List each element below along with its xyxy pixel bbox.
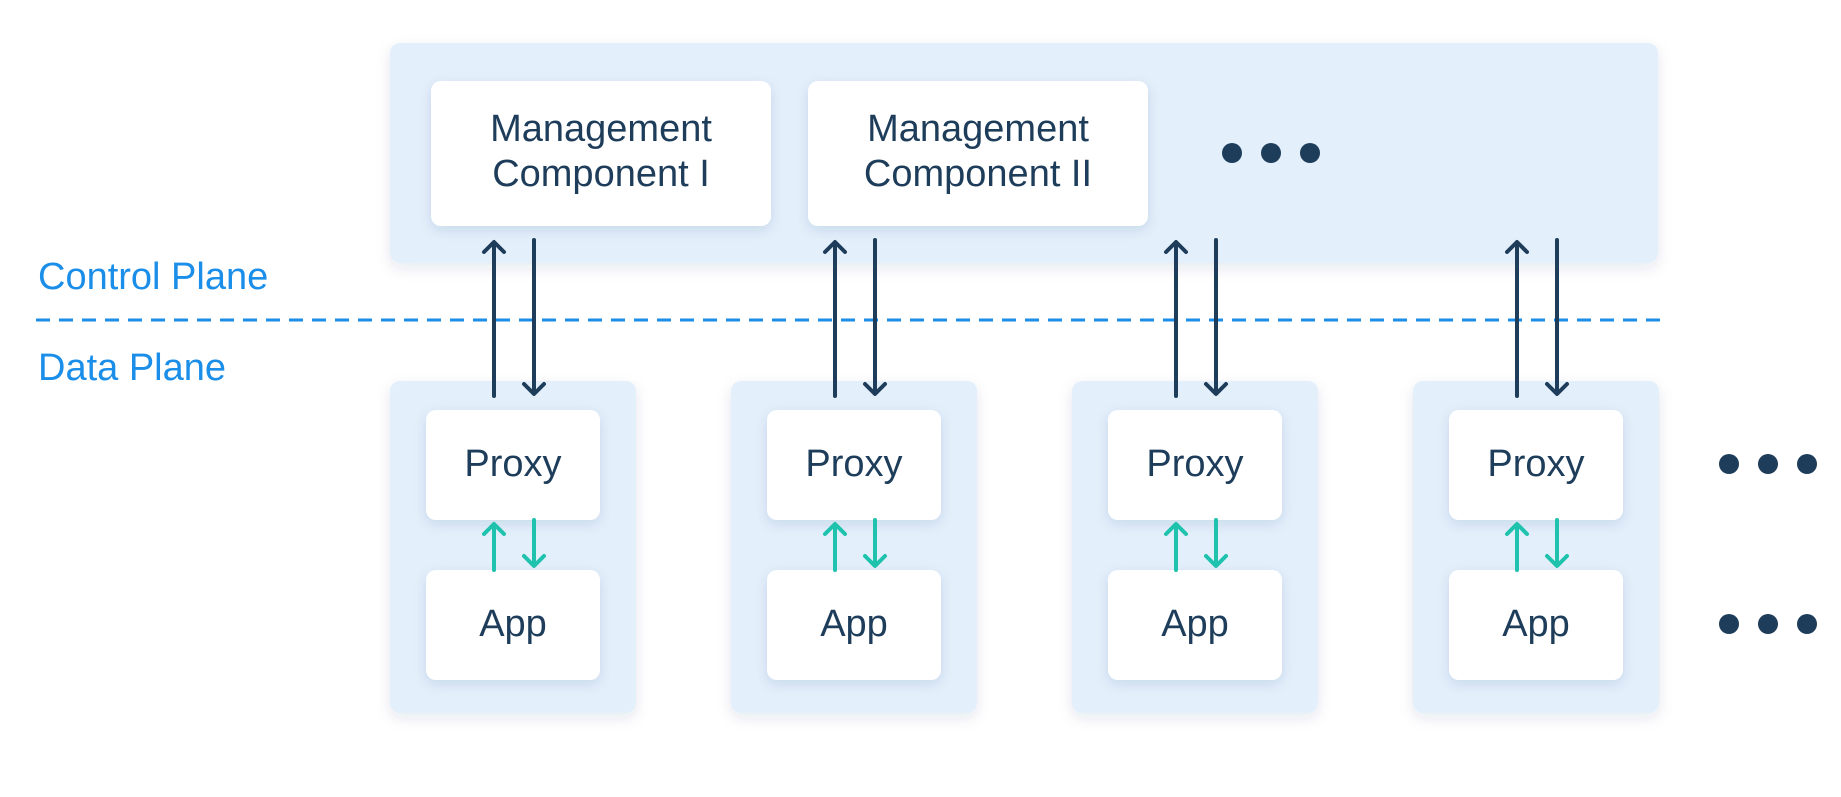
management-component-1: Management Component I: [431, 81, 771, 226]
app-box: [426, 570, 600, 680]
proxy-row-ellipsis-icon: [1719, 454, 1817, 474]
control-arrows-3: [1164, 238, 1228, 398]
control-arrows-2: [823, 238, 887, 398]
management-component-1-line1: Management: [490, 108, 712, 150]
proxy-to-control-arrow-icon: [1164, 240, 1188, 398]
app-to-proxy-arrow-icon: [823, 522, 847, 572]
management-component-2: Management Component II: [808, 81, 1148, 226]
control-arrows-4: [1505, 238, 1569, 398]
proxy-to-control-arrow-icon: [823, 240, 847, 398]
app-row-ellipsis-icon: [1719, 614, 1817, 634]
management-component-2-line1: Management: [867, 108, 1089, 150]
control-to-proxy-arrow-icon: [522, 238, 546, 396]
control-plane-label: Control Plane: [38, 256, 268, 298]
control-to-proxy-arrow-icon: [1204, 238, 1228, 396]
app-label: App: [1502, 603, 1570, 645]
app-to-proxy-arrow-icon: [482, 522, 506, 572]
management-component-1-line2: Component I: [492, 153, 710, 195]
app-label: App: [820, 603, 888, 645]
app-label: App: [479, 603, 547, 645]
proxy-to-app-arrow-icon: [1545, 518, 1569, 568]
proxy-label: Proxy: [1487, 443, 1584, 485]
proxy-to-app-arrow-icon: [522, 518, 546, 568]
proxy-box: [1449, 410, 1623, 520]
proxy-box: [767, 410, 941, 520]
proxy-box: [1108, 410, 1282, 520]
control-to-proxy-arrow-icon: [863, 238, 887, 396]
control-arrows-1: [482, 238, 546, 398]
app-box: [1449, 570, 1623, 680]
control-plane-ellipsis-icon: [1222, 143, 1320, 163]
proxy-to-control-arrow-icon: [482, 240, 506, 398]
proxy-label: Proxy: [464, 443, 561, 485]
proxy-label: Proxy: [1146, 443, 1243, 485]
management-component-2-line2: Component II: [864, 153, 1092, 195]
proxy-label: Proxy: [805, 443, 902, 485]
app-label: App: [1161, 603, 1229, 645]
proxy-to-app-arrow-icon: [863, 518, 887, 568]
data-plane-label: Data Plane: [38, 347, 226, 389]
app-box: [767, 570, 941, 680]
app-box: [1108, 570, 1282, 680]
proxy-box: [426, 410, 600, 520]
app-to-proxy-arrow-icon: [1505, 522, 1529, 572]
app-to-proxy-arrow-icon: [1164, 522, 1188, 572]
proxy-to-control-arrow-icon: [1505, 240, 1529, 398]
control-to-proxy-arrow-icon: [1545, 238, 1569, 396]
proxy-to-app-arrow-icon: [1204, 518, 1228, 568]
